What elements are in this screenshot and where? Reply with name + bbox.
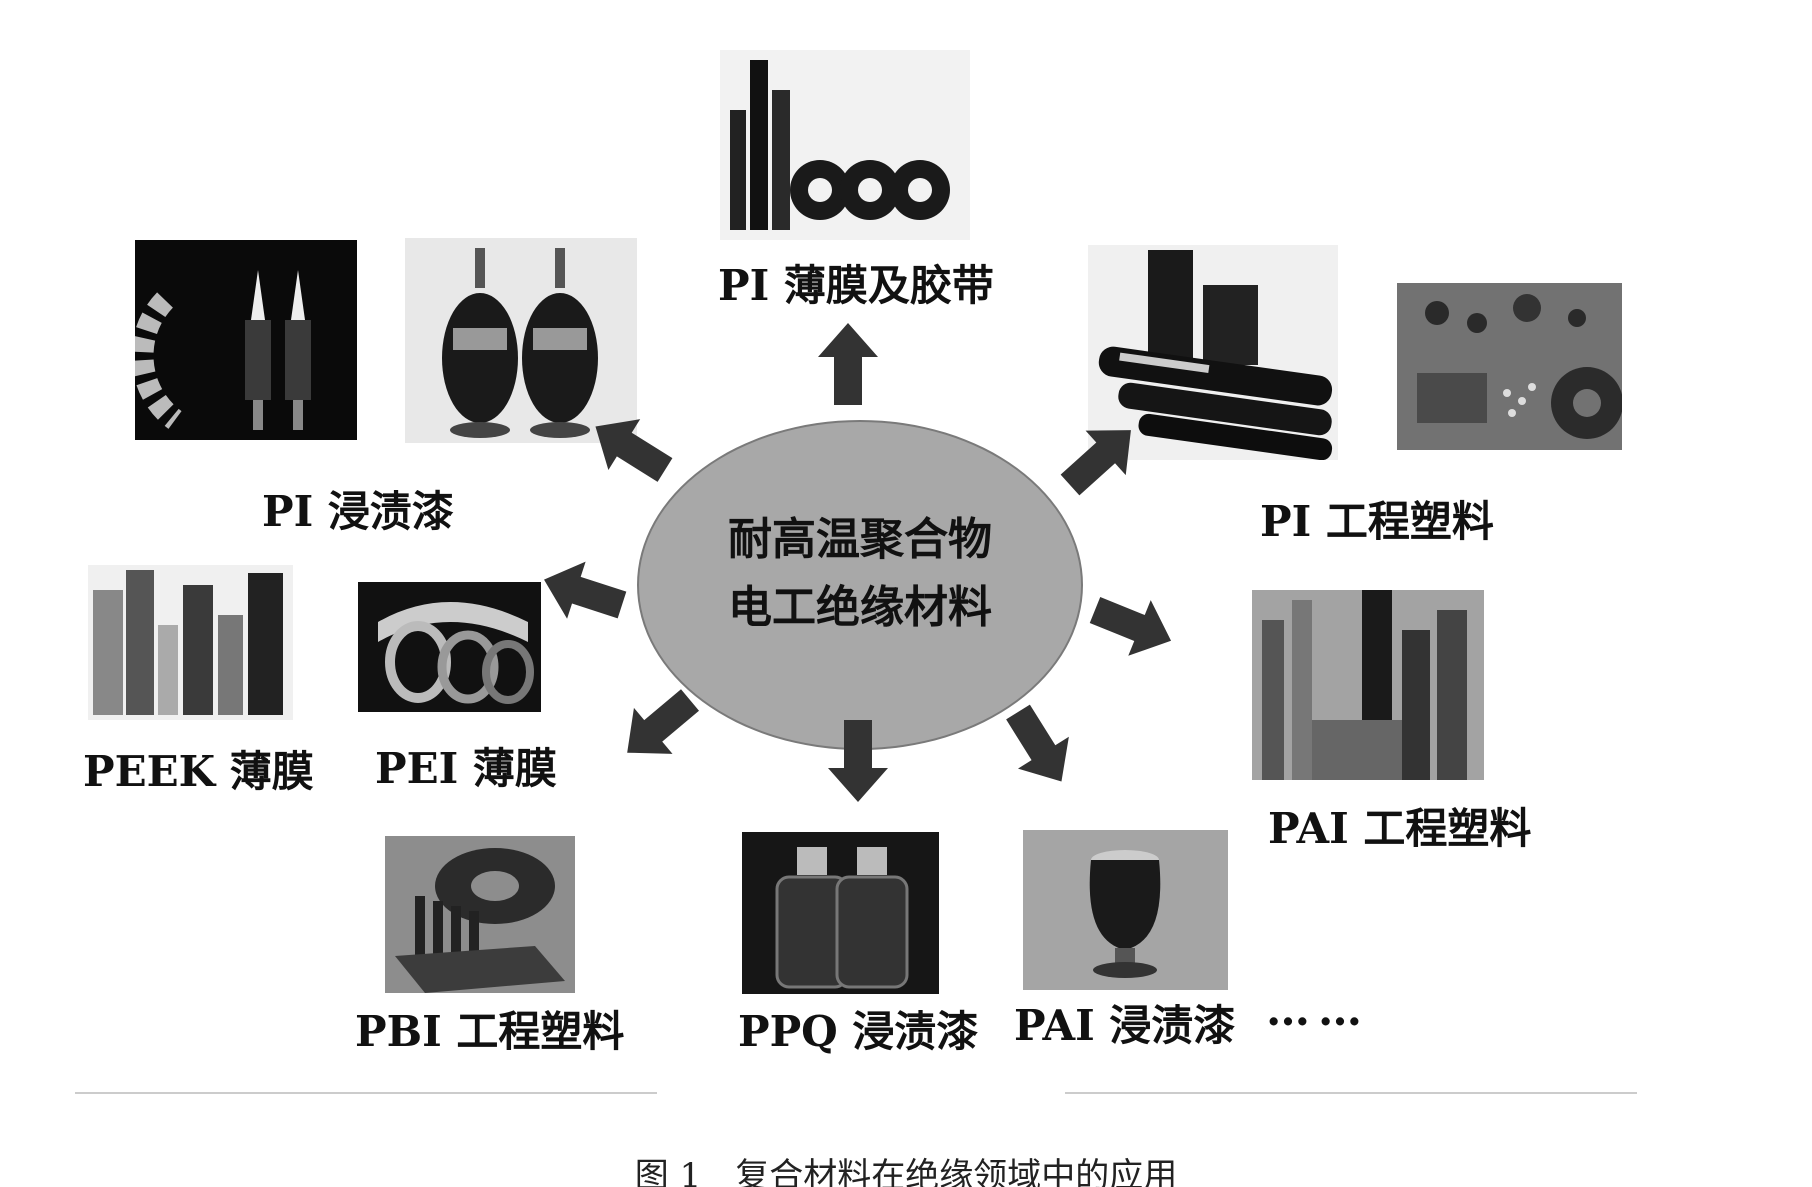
label-peek-film: PEEK 薄膜 (83, 747, 314, 796)
photo-pi-plastic-parts (1397, 283, 1622, 450)
label-pai-plastic: PAI 工程塑料 (1268, 804, 1532, 853)
photo-pi-varnish-bottles (405, 238, 637, 443)
photo-pai-varnish (1023, 830, 1228, 990)
label-pi-varnish: PI 浸渍漆 (262, 487, 454, 536)
arrow-lower-left (607, 677, 710, 776)
arrow-upper-left (579, 401, 681, 496)
figure-caption: 图 1 复合材料在绝缘领域中的应用 (0, 1148, 1812, 1187)
photo-peek-film (88, 565, 293, 720)
photo-pi-film-tape (720, 50, 970, 240)
photo-pbi-plastic (385, 836, 575, 993)
arrow-lower-right (992, 696, 1087, 798)
label-pei-film: PEI 薄膜 (375, 744, 557, 793)
rule-right (1065, 1092, 1637, 1094)
label-pi-film-tape: PI 薄膜及胶带 (718, 261, 994, 310)
rule-left (75, 1092, 657, 1094)
label-pbi-plastic: PBI 工程塑料 (355, 1007, 625, 1056)
label-ppq-varnish: PPQ 浸渍漆 (738, 1007, 979, 1056)
center-text-line1: 耐高温聚合物 (728, 514, 992, 565)
label-pi-plastic: PI 工程塑料 (1260, 497, 1494, 546)
photo-pi-varnish-motor (135, 240, 357, 440)
photo-pi-plastic-rods (1088, 245, 1338, 460)
photo-ppq-varnish (742, 832, 939, 994)
caption-title: 复合材料在绝缘领域中的应用 (735, 1156, 1178, 1187)
photo-pei-film (358, 582, 541, 712)
ellipsis-more: …… (1266, 985, 1370, 1036)
arrow-up (818, 323, 878, 405)
caption-figure-number: 图 1 (634, 1156, 702, 1187)
arrow-down (828, 720, 888, 802)
arrow-right (1083, 582, 1183, 669)
center-ellipse (637, 420, 1083, 750)
arrow-left (534, 551, 632, 634)
photo-pai-plastic (1252, 590, 1484, 780)
arrow-upper-right (1049, 407, 1152, 508)
label-pai-varnish: PAI 浸渍漆 (1014, 1001, 1236, 1050)
center-text-line2: 电工绝缘材料 (728, 582, 992, 633)
